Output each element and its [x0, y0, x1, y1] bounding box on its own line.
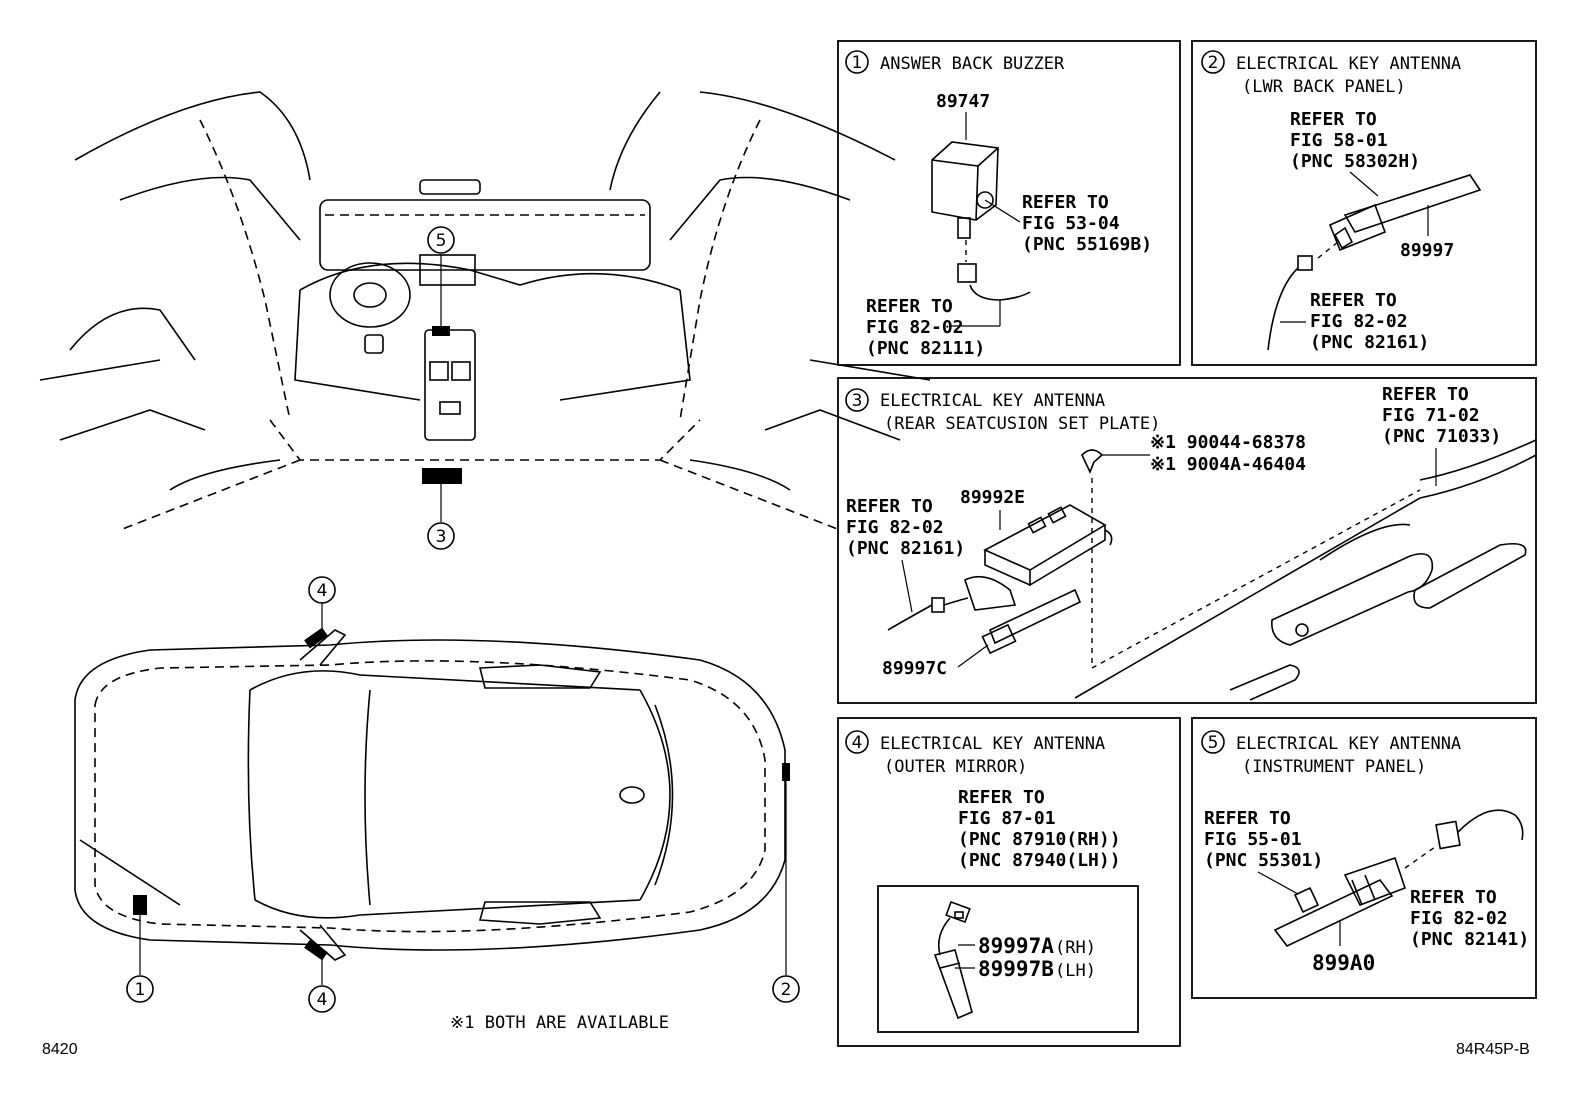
- callout-3-interior: [427, 522, 455, 550]
- panel-2-ref-b-2: FIG 82-02: [1310, 311, 1408, 332]
- callout-3-label: 3: [436, 527, 447, 547]
- callout-2: [772, 975, 800, 1003]
- panel-1-ref-a-3: (PNC 55169B): [1022, 234, 1152, 255]
- panel-2-ref-a-3: (PNC 58302H): [1290, 151, 1420, 172]
- part-89997A-side: (RH): [1055, 938, 1096, 958]
- panel-5-ref-a-3: (PNC 55301): [1204, 850, 1323, 871]
- panel-5-number: 5: [1208, 733, 1219, 753]
- panel-1-ref-b-3: (PNC 82111): [866, 338, 985, 359]
- panel-5-ref-a-2: FIG 55-01: [1204, 829, 1302, 850]
- panel-3-ref-a-3: (PNC 82161): [846, 538, 965, 559]
- panel-4-ref-a-2: FIG 87-01: [958, 808, 1056, 829]
- interior-view: 5 3: [39, 91, 931, 550]
- panel-5-instrument-panel: 5 ELECTRICAL KEY ANTENNA (INSTRUMENT PAN…: [1191, 717, 1537, 999]
- panel-2-lwr-back-panel: 2 ELECTRICAL KEY ANTENNA (LWR BACK PANEL…: [1191, 40, 1537, 366]
- panel-3-ref-b-3: (PNC 71033): [1382, 426, 1501, 447]
- car-top-view: 1 2 4 4: [74, 576, 800, 1013]
- clip-9004A-46404: ※1 9004A-46404: [1150, 454, 1306, 475]
- part-89997C: 89997C: [882, 658, 947, 679]
- panel-4-ref-a-4: (PNC 87940(LH)): [958, 850, 1121, 871]
- part-89997A: 89997A: [978, 934, 1054, 958]
- callout-4-bottom-label: 4: [317, 990, 328, 1010]
- panel-3-ref-a-2: FIG 82-02: [846, 517, 944, 538]
- panel-3-ref-b-1: REFER TO: [1382, 384, 1469, 405]
- panel-3-subtitle: (REAR SEATCUSION SET PLATE): [884, 414, 1160, 434]
- antenna-2-marker: [782, 763, 790, 781]
- panel-1-ref-a-2: FIG 53-04: [1022, 213, 1120, 234]
- callout-4-bottom: [308, 985, 336, 1013]
- part-89992E: 89992E: [960, 487, 1025, 508]
- panel-1-number: 1: [852, 53, 863, 73]
- panel-1-title: ANSWER BACK BUZZER: [880, 54, 1065, 74]
- panel-1-ref-b-1: REFER TO: [866, 296, 953, 317]
- panel-1-ref-b-2: FIG 82-02: [866, 317, 964, 338]
- callout-1-label: 1: [135, 980, 146, 1000]
- panel-5-title: ELECTRICAL KEY ANTENNA: [1236, 734, 1461, 754]
- panel-5-ref-a-1: REFER TO: [1204, 808, 1291, 829]
- panel-5-ref-b-3: (PNC 82141): [1410, 929, 1529, 950]
- panel-2-subtitle: (LWR BACK PANEL): [1242, 77, 1406, 97]
- part-899A0: 899A0: [1312, 951, 1375, 975]
- panel-1-ref-a-1: REFER TO: [1022, 192, 1109, 213]
- panel-4-number: 4: [852, 733, 863, 753]
- panel-2-number: 2: [1208, 53, 1219, 73]
- panel-3-number: 3: [852, 391, 863, 411]
- panel-3-title: ELECTRICAL KEY ANTENNA: [880, 391, 1105, 411]
- antenna-4-rh-marker: [304, 627, 328, 649]
- panel-4-subtitle: (OUTER MIRROR): [884, 757, 1027, 777]
- panel-4-outer-mirror: 4 ELECTRICAL KEY ANTENNA (OUTER MIRROR) …: [837, 717, 1181, 1047]
- panel-2-ref-a-2: FIG 58-01: [1290, 130, 1388, 151]
- part-89747: 89747: [936, 91, 990, 112]
- callout-4-top: [308, 576, 336, 604]
- panel-2-title: ELECTRICAL KEY ANTENNA: [1236, 54, 1461, 74]
- panel-5-ref-b-2: FIG 82-02: [1410, 908, 1508, 929]
- panel-3-rear-seat-plate: 3 ELECTRICAL KEY ANTENNA (REAR SEATCUSIO…: [837, 377, 1537, 704]
- part-89997B: 89997B: [978, 957, 1054, 981]
- antenna-3-marker: [422, 468, 462, 484]
- footnote: ※1 BOTH ARE AVAILABLE: [450, 1013, 669, 1033]
- panel-5-ref-b-1: REFER TO: [1410, 887, 1497, 908]
- antenna-1-marker: [133, 895, 147, 915]
- figure-code: 84R45P-B: [1456, 1041, 1530, 1058]
- panel-4-ref-a-1: REFER TO: [958, 787, 1045, 808]
- panel-1-answer-back-buzzer: 1 ANSWER BACK BUZZER 89747 REFER TO FIG …: [837, 40, 1181, 366]
- callout-5-label: 5: [436, 231, 447, 251]
- page-number: 8420: [42, 1041, 78, 1058]
- part-89997: 89997: [1400, 240, 1454, 261]
- panel-3-ref-b-2: FIG 71-02: [1382, 405, 1480, 426]
- clip-90044-68378: ※1 90044-68378: [1150, 432, 1306, 453]
- antenna-5-marker: [432, 326, 450, 336]
- callout-2-label: 2: [781, 980, 792, 1000]
- part-89997B-side: (LH): [1055, 961, 1096, 981]
- callout-5-interior: [427, 226, 455, 254]
- panel-2-ref-b-3: (PNC 82161): [1310, 332, 1429, 353]
- panel-4-ref-a-3: (PNC 87910(RH)): [958, 829, 1121, 850]
- callout-4-top-label: 4: [317, 581, 328, 601]
- panel-3-ref-a-1: REFER TO: [846, 496, 933, 517]
- panel-2-ref-a-1: REFER TO: [1290, 109, 1377, 130]
- panel-5-subtitle: (INSTRUMENT PANEL): [1242, 757, 1426, 777]
- panel-2-ref-b-1: REFER TO: [1310, 290, 1397, 311]
- callout-1: [126, 975, 154, 1003]
- panel-4-title: ELECTRICAL KEY ANTENNA: [880, 734, 1105, 754]
